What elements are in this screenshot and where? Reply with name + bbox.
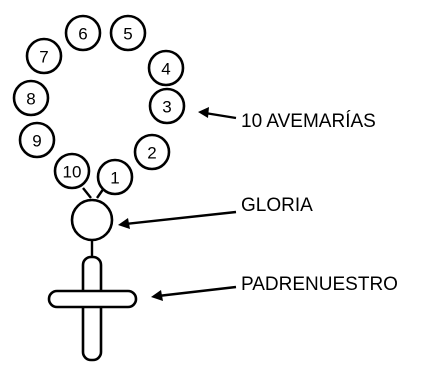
cross-vertical-beam [81,255,103,362]
bead-2 [133,133,171,171]
bead-1 [96,158,134,196]
bead-4 [147,49,185,87]
bead-number-6: 6 [78,25,87,44]
bead-8 [12,79,50,117]
gloria-bead [70,198,114,242]
bead-number-2: 2 [147,144,156,163]
bead-number-5: 5 [123,25,132,44]
bead-number-10: 10 [63,163,82,182]
bead-7 [25,37,63,75]
bead-6 [64,14,102,52]
bead-5 [109,14,147,52]
label-padrenuestro: PADRENUESTRO [241,274,398,295]
bead-number-9: 9 [32,132,41,151]
arrow-avemarias [198,107,237,120]
label-gloria: GLORIA [241,195,313,216]
label-avemarias: 10 AVEMARÍAS [241,111,376,132]
bead-9 [18,121,56,159]
bead-10 [53,152,91,190]
cross-crossbar [47,289,138,309]
bead-number-4: 4 [161,60,170,79]
bead-3 [148,87,186,125]
arrow-padrenuestro [151,285,237,301]
bead-number-3: 3 [162,98,171,117]
decade-beads: 1 2 3 4 5 6 7 8 9 10 [12,14,186,196]
bead-number-8: 8 [26,90,35,109]
arrow-gloria [118,210,237,229]
bead-number-1: 1 [110,169,119,188]
bead-number-7: 7 [39,48,48,67]
bead-link-left [82,187,92,199]
